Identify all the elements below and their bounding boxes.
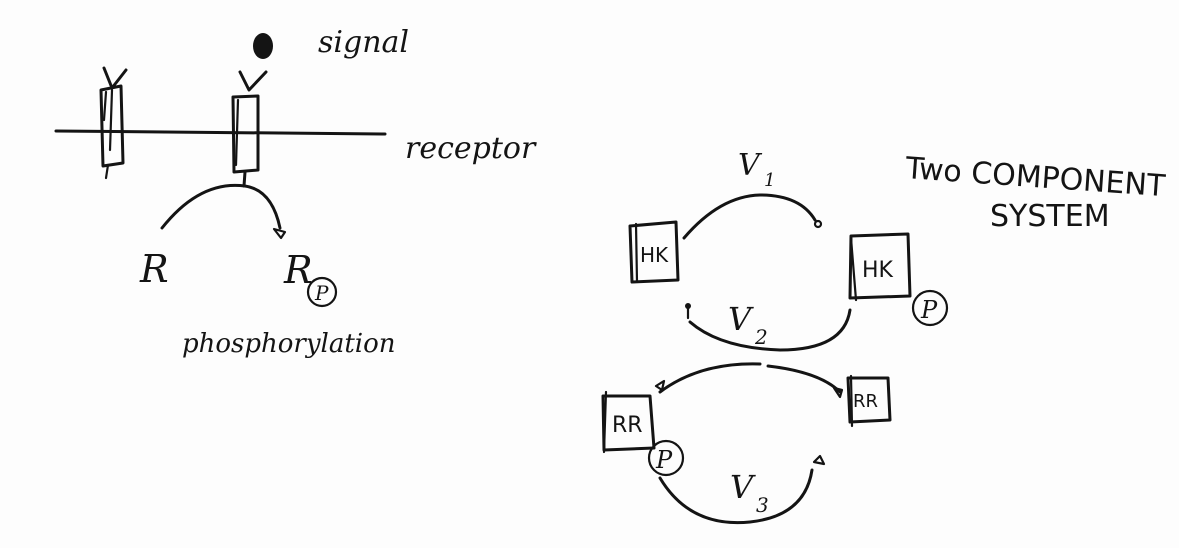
phosphate-circle-hk [911, 289, 949, 327]
v3-label: V [730, 468, 756, 506]
phosphate-circle-rr [647, 439, 685, 477]
hk-left-box [628, 220, 680, 284]
receptor-label: receptor [405, 131, 537, 166]
v2-subscript: 2 [754, 325, 768, 349]
v3-subscript: 3 [756, 493, 769, 517]
rr-left-label: RR [612, 413, 643, 438]
hk-left-label: HK [640, 243, 669, 267]
hk-right-box [848, 232, 912, 302]
rr-arrowhead-right [832, 386, 844, 399]
rp-label: R [283, 248, 313, 292]
v2-arc [688, 308, 852, 352]
rr-right-label: RR [853, 391, 878, 412]
rr-arc-left [658, 362, 762, 394]
phosphorylation-label: phosphorylation [182, 329, 396, 359]
v3-arrowhead [812, 454, 826, 466]
v1-arrowhead [813, 219, 823, 229]
title-line-2: SYSTEM [990, 199, 1110, 234]
v1-arc [682, 193, 817, 240]
phosphorylation-arc [160, 183, 282, 230]
v2-label: V [728, 300, 754, 338]
p-hk-label: P [920, 296, 938, 324]
p-rr-label: P [655, 446, 673, 474]
v1-label: V [738, 148, 763, 183]
v3-arc [658, 468, 814, 525]
rr-right-box [846, 374, 892, 428]
membrane-line [54, 129, 387, 136]
r-label: R [139, 247, 169, 291]
p-left-label: P [314, 281, 329, 305]
hk-right-label: HK [862, 258, 894, 283]
signal-molecule [253, 33, 273, 59]
receptor-schematic [54, 33, 387, 308]
v1-subscript: 1 [764, 170, 775, 191]
rr-arrowhead-left [654, 379, 666, 392]
receptor-inactive [99, 66, 128, 180]
signal-label: signal [318, 25, 409, 60]
phosphate-circle-left [306, 276, 338, 308]
receptor-active [231, 70, 268, 188]
arrowhead-left [272, 227, 287, 240]
rr-left-box [601, 390, 656, 454]
rr-arc-right [766, 364, 842, 394]
title-line-1: Two COMPONENT [903, 151, 1167, 204]
